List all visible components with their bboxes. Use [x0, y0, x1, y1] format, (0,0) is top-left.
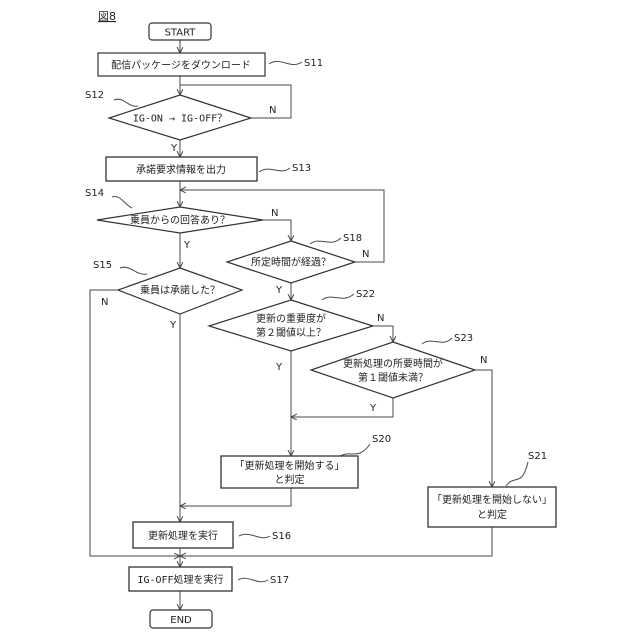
s12-yes-label: Y	[170, 143, 178, 154]
s15-yes-label: Y	[169, 320, 177, 331]
s17-text: IG-OFF処理を実行	[137, 573, 223, 586]
step-label-s14: S14	[85, 188, 104, 199]
s14-yes-label: Y	[183, 240, 191, 251]
step-label-s11: S11	[304, 58, 323, 69]
s20-text-line2: と判定	[275, 473, 305, 486]
s14-no-label: N	[271, 208, 278, 219]
step-label-s22: S22	[356, 289, 375, 300]
s23-decision	[311, 342, 475, 398]
step-label-s15: S15	[93, 260, 112, 271]
s20-text-line1: 「更新処理を開始する」	[235, 459, 345, 472]
s22-decision	[209, 300, 373, 351]
figure-label: 図8	[98, 10, 116, 23]
step-label-s20: S20	[372, 434, 391, 445]
s12-text: IG-ON → IG-OFF？	[133, 114, 227, 125]
s18-yes-label: Y	[275, 285, 283, 296]
s14-text: 乗員からの回答あり？	[130, 214, 230, 227]
s23-text-line1: 更新処理の所要時間が	[343, 357, 443, 370]
s11-text: 配信パッケージをダウンロード	[111, 59, 251, 72]
s15-text: 乗員は承諾した？	[140, 284, 220, 297]
s15-no-label: N	[101, 297, 108, 308]
step-label-s13: S13	[292, 163, 311, 174]
s22-text-line1: 更新の重要度が	[256, 312, 326, 325]
s21-text-line2: と判定	[477, 508, 507, 521]
step-label-s17: S17	[270, 575, 289, 586]
s23-yes-label: Y	[369, 403, 377, 414]
s18-no-label: N	[362, 249, 369, 260]
step-label-s23: S23	[454, 333, 473, 344]
step-label-s21: S21	[528, 451, 547, 462]
s16-text: 更新処理を実行	[148, 529, 218, 542]
s22-no-label: N	[377, 313, 384, 324]
s21-process	[428, 487, 556, 527]
step-label-s16: S16	[272, 531, 291, 542]
s18-text: 所定時間が経過？	[251, 256, 331, 269]
end-label: END	[170, 615, 192, 626]
step-label-s18: S18	[343, 233, 362, 244]
s23-text-line2: 第１閾値未満？	[358, 371, 428, 384]
start-label: START	[165, 28, 197, 39]
s22-text-line2: 第２閾値以上？	[256, 326, 326, 339]
step-label-s12: S12	[85, 90, 104, 101]
s23-no-label: N	[480, 355, 487, 366]
s22-yes-label: Y	[275, 362, 283, 373]
s13-text: 承諾要求情報を出力	[136, 163, 226, 176]
s21-text-line1: 「更新処理を開始しない」	[432, 493, 552, 506]
s12-no-label: N	[269, 105, 276, 116]
